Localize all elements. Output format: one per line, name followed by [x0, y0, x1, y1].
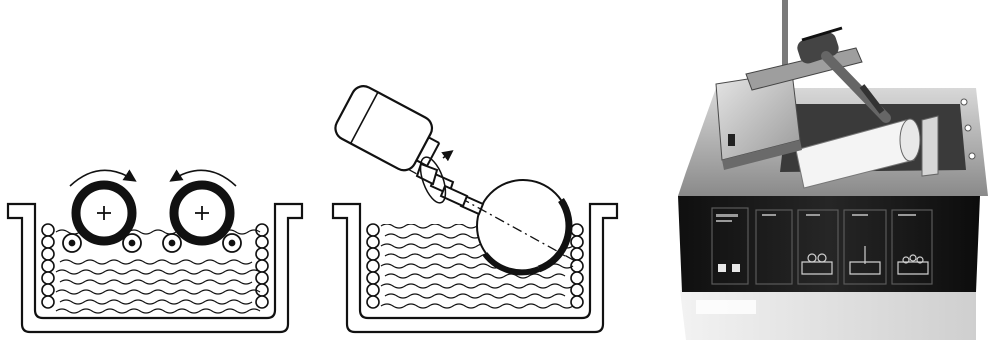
roller-bath-diagram [0, 0, 310, 340]
heating-coil-right [256, 224, 268, 308]
large-roller-right [174, 185, 230, 241]
flask-bath-svg [325, 0, 630, 340]
base-label [696, 300, 756, 314]
roller-bath-svg [0, 0, 310, 340]
motor-icon [331, 82, 447, 180]
heating-coil-left [367, 224, 379, 308]
bath-unit-photo-svg [676, 0, 993, 340]
flask-bath-diagram [325, 0, 630, 340]
heating-coil-left [42, 224, 54, 308]
large-roller-left [76, 185, 132, 241]
bath-unit-photo [676, 0, 993, 340]
cabinet-base [680, 290, 976, 340]
guide-bar [922, 116, 938, 176]
